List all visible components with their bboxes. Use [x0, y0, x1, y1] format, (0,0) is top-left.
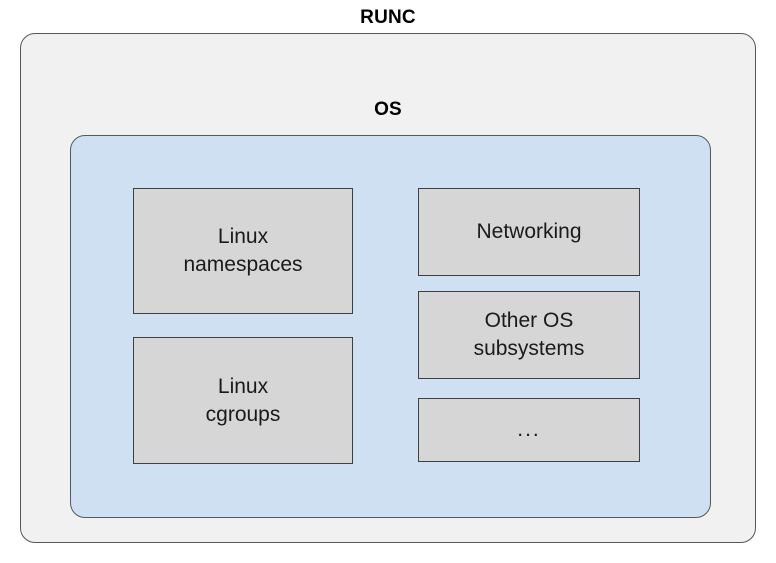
subsystem-networking: Networking: [418, 188, 640, 276]
os-container-label: OS: [374, 99, 402, 120]
subsystem-ellipsis: ...: [418, 398, 640, 462]
subsystem-other-os-subsystems: Other OS subsystems: [418, 291, 640, 379]
page-title: RUNC: [360, 7, 416, 28]
subsystem-linux-cgroups: Linux cgroups: [133, 337, 353, 464]
subsystem-linux-namespaces: Linux namespaces: [133, 188, 353, 314]
